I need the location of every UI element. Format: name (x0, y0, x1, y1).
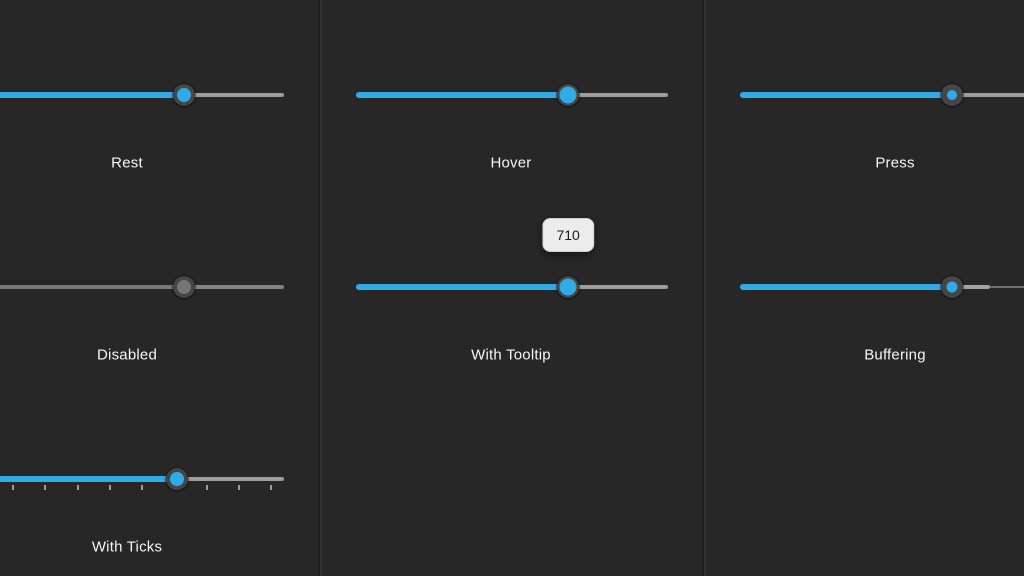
cell-empty (319, 384, 703, 576)
tick (238, 485, 241, 490)
slider-label: Disabled (97, 346, 157, 364)
cell-empty (703, 384, 1024, 576)
slider-rest[interactable] (0, 0, 319, 192)
slider-label: Press (875, 154, 915, 172)
vertical-divider (702, 0, 704, 576)
slider-thumb-inner (947, 90, 958, 100)
cell-buffering: Buffering (703, 192, 1024, 384)
slider-thumb-inner (177, 88, 192, 102)
slider-fill (356, 284, 569, 290)
slider-label: Buffering (864, 346, 926, 364)
slider-thumb[interactable] (941, 84, 964, 106)
slider-label: With Ticks (91, 538, 163, 556)
slider-fill (0, 92, 185, 98)
value-tooltip: 710 (542, 218, 594, 252)
slider-label: With Tooltip (471, 346, 551, 364)
slider-label: Rest (111, 154, 143, 172)
slider-thumb[interactable] (173, 84, 196, 106)
tick (141, 485, 144, 490)
slider-disabled (0, 192, 319, 384)
slider-thumb[interactable] (557, 84, 580, 106)
slider-thumb[interactable] (165, 468, 188, 490)
cell-with-tooltip: 710 With Tooltip (319, 192, 703, 384)
cell-rest: Rest (0, 0, 319, 192)
slider-fill (740, 92, 953, 98)
slider-with-ticks[interactable] (0, 384, 319, 576)
cell-press: Press (703, 0, 1024, 192)
cell-disabled: Disabled (0, 192, 319, 384)
cell-hover: Hover (319, 0, 703, 192)
slider-buffered-segment (952, 285, 990, 289)
tick (76, 485, 79, 490)
tick (44, 485, 47, 490)
slider-thumb (173, 276, 196, 298)
tick (108, 485, 111, 490)
slider-unbuffered-segment (989, 286, 1024, 288)
slider-fill (0, 285, 185, 289)
slider-press[interactable] (703, 0, 1024, 192)
slider-buffering[interactable] (703, 192, 1024, 384)
tick (12, 485, 14, 490)
slider-thumb-inner (169, 472, 184, 486)
slider-fill (0, 476, 177, 482)
slider-thumb[interactable] (557, 276, 580, 298)
slider-label: Hover (490, 154, 532, 172)
slider-thumb-inner (559, 278, 577, 296)
slider-thumb[interactable] (941, 276, 964, 298)
slider-fill (740, 284, 953, 290)
tick (205, 485, 208, 490)
slider-thumb-inner (946, 281, 958, 293)
slider-thumb-inner (559, 86, 577, 104)
slider-fill (356, 92, 569, 98)
tick (270, 485, 273, 490)
slider-hover[interactable] (319, 0, 703, 192)
cell-with-ticks: With Ticks (0, 384, 319, 576)
vertical-divider (318, 0, 320, 576)
slider-with-tooltip[interactable]: 710 (319, 192, 703, 384)
slider-thumb-inner (177, 280, 192, 294)
